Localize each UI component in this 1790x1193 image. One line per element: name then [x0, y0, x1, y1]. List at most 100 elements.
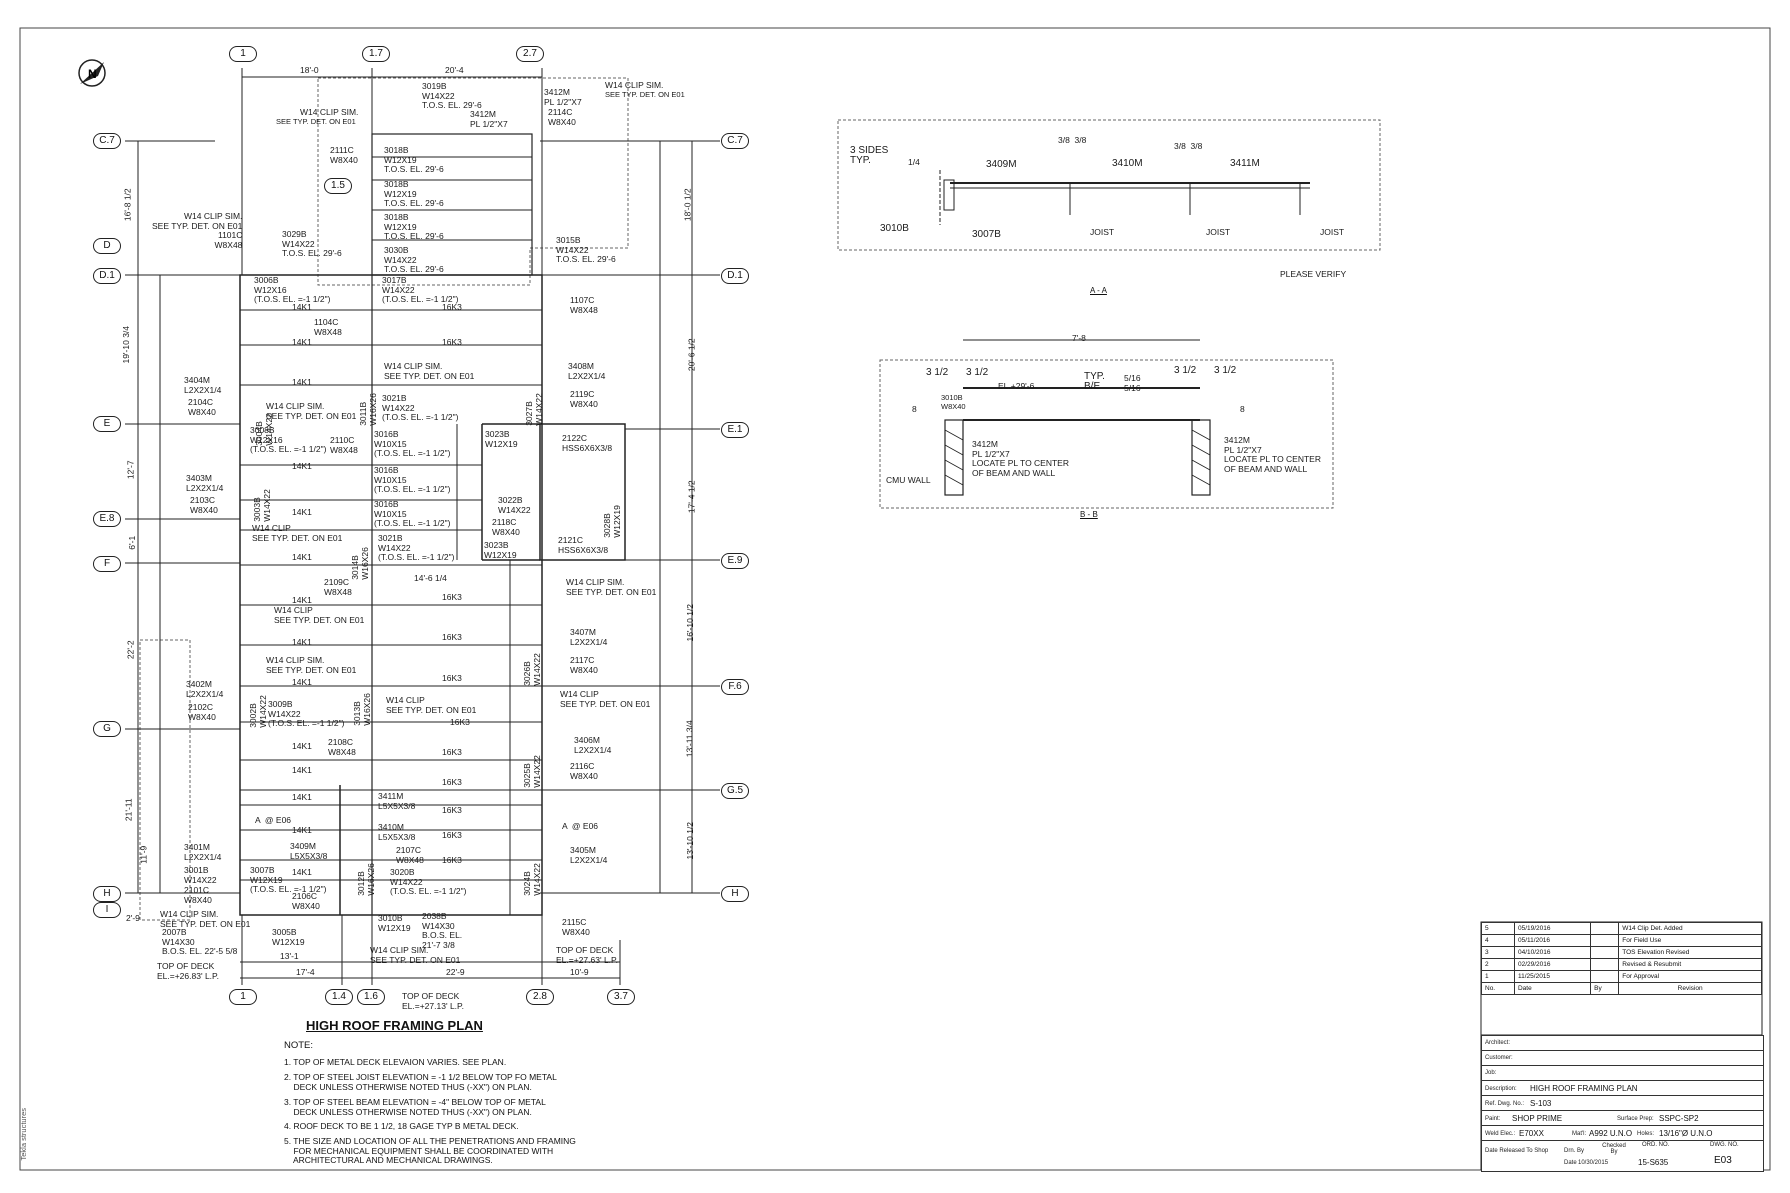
joist-14k1-f: 14K1 [292, 552, 312, 562]
dim-bottom-3: 22'-9 [446, 967, 465, 977]
clip-e01-e: W14 CLIP SEE TYP. DET. ON E01 [274, 605, 365, 625]
dim-top-1: 18'-0 [300, 65, 319, 75]
dim-bottom-2: 17'-4 [296, 967, 315, 977]
joist-16k3-b: 16K3 [442, 337, 462, 347]
ord-caption: ORD. NO. [1642, 1142, 1670, 1148]
grid-bubble-1-5: 1.5 [324, 178, 352, 194]
grid-bubble-bottom-1-6: 1.6 [357, 989, 385, 1005]
column-2122c: 2122C HSS6X6X3/8 [562, 433, 613, 453]
note-4: 4. ROOF DECK TO BE 1 1/2, 18 GAGE TYP B … [284, 1121, 519, 1131]
angle-3411m: 3411M L5X5X3/8 [378, 791, 416, 811]
clip-e01-h: W14 CLIP SEE TYP. DET. ON E01 [560, 689, 651, 709]
north-arrow-icon: N [78, 59, 106, 87]
rev-desc: Revised & Resubmit [1618, 958, 1762, 971]
beam-3008b: 3008B W12X16 (T.O.S. EL. =-1 1/2") [250, 425, 327, 454]
clip-annotation-2-ref: SEE TYP. DET. ON E01 [605, 90, 685, 99]
framing-lines [125, 68, 720, 985]
rev-by [1590, 934, 1620, 947]
beam-3011b: 3011B W16X26 [357, 393, 378, 426]
clip-e01-a: W14 CLIP SIM. SEE TYP. DET. ON E01 [384, 361, 475, 381]
rev-no: 4 [1481, 934, 1515, 947]
grid-bubble-right-c7: C.7 [721, 133, 749, 149]
rev-date: 11/25/2015 [1513, 970, 1592, 983]
grid-bubble-left-h: H [93, 886, 121, 902]
note-5: 5. THE SIZE AND LOCATION OF ALL THE PENE… [284, 1136, 576, 1165]
surface-value: SSPC-SP2 [1659, 1114, 1699, 1123]
bb-3-5-d: 3 1/2 [1214, 365, 1237, 376]
grid-bubble-right-d1: D.1 [721, 268, 749, 284]
rev-header-date: Date [1513, 982, 1592, 995]
aa-joist-3: JOIST [1320, 227, 1345, 237]
grid-bubble-left-d1: D.1 [93, 268, 121, 284]
weld-caption: Weld Elec.: [1485, 1131, 1516, 1137]
bb-3010b: 3010B W8X40 [941, 393, 966, 411]
aa-please-verify: PLEASE VERIFY [1280, 269, 1347, 279]
grid-bubble-top-1-7: 1.7 [362, 46, 390, 62]
grid-bubble-left-g: G [93, 721, 121, 737]
revision-clouds [139, 77, 1381, 921]
aa-3411m: 3411M [1230, 158, 1260, 169]
column-2114c: 2114C W8X40 [548, 107, 576, 127]
aa-weld-top-2: 3/8 3/8 [1174, 141, 1203, 151]
joist-16k3-k: 16K3 [442, 855, 462, 865]
dim-right-4: 16'-10 1/2 [685, 603, 696, 642]
grid-bubble-left-e8: E.8 [93, 511, 121, 527]
angle-3410m: 3410M L5X5X3/8 [378, 822, 416, 842]
column-1107c: 1107C W8X48 [570, 295, 598, 315]
drawn-by-caption: Drn. By [1564, 1148, 1585, 1154]
beam-3018b-c: 3018B W12X19 T.O.S. EL. 29'-6 [384, 212, 444, 241]
tb-row-description [1482, 1080, 1763, 1096]
dim-left-1: 16'-8 1/2 [122, 188, 133, 222]
beam-3013b: 3013B W16X26 [351, 693, 372, 726]
checked-by-caption: Checked By [1602, 1143, 1626, 1155]
column-2102c: 2102C W8X40 [188, 702, 216, 722]
holes-caption: Holes: [1637, 1131, 1655, 1137]
plan-title: HIGH ROOF FRAMING PLAN [306, 1018, 483, 1033]
beam-3012b: 3012B W16X26 [355, 863, 376, 896]
angle-3409m: 3409M L5X5X3/8 [290, 841, 328, 861]
beam-3023b-b: 3023B W12X19 [484, 540, 517, 560]
description-value: HIGH ROOF FRAMING PLAN [1530, 1084, 1638, 1093]
note-3: 3. TOP OF STEEL BEAM ELEVATION = -4" BEL… [284, 1097, 546, 1117]
aa-joist-2: JOIST [1206, 227, 1231, 237]
rev-by [1590, 958, 1620, 971]
note-2: 2. TOP OF STEEL JOIST ELEVATION = -1 1/2… [284, 1072, 557, 1092]
joist-16k3-h: 16K3 [442, 777, 462, 787]
tb-row-customer [1482, 1050, 1763, 1066]
ref-caption: Ref. Dwg. No.: [1485, 1101, 1525, 1107]
ord-value: 15-S635 [1638, 1158, 1669, 1167]
beam-3019b: 3019B W14X22 T.O.S. EL. 29'-6 [422, 81, 482, 110]
released-caption: Date Released To Shop [1485, 1148, 1549, 1154]
architect-caption: Architect: [1485, 1040, 1511, 1046]
beam-2007b: 2007B W14X30 B.O.S. EL. 22'-5 5/8 [162, 927, 238, 956]
beam-3021b-a: 3021B W14X22 (T.O.S. EL. =-1 1/2") [382, 393, 459, 422]
bb-dim-top: 7'-8 [1072, 333, 1086, 343]
rev-no: 1 [1481, 970, 1515, 983]
beam-3018b-b: 3018B W12X19 T.O.S. EL. 29'-6 [384, 179, 444, 208]
joist-16k3-g: 16K3 [442, 747, 462, 757]
beam-3024b: 3024B W14X22 [521, 863, 542, 896]
joist-14k1-e: 14K1 [292, 507, 312, 517]
bb-3-5-b: 3 1/2 [966, 367, 989, 378]
dwg-caption: DWG. NO. [1710, 1142, 1739, 1148]
clip-annotation-2: W14 CLIP SIM. [605, 80, 664, 90]
matl-value: A992 U.N.O [1589, 1129, 1633, 1138]
dim-right-6: 13'-10 1/2 [685, 821, 696, 860]
beam-3017b: 3017B W14X22 (T.O.S. EL. =-1 1/2") [382, 275, 459, 304]
joist-14k1-b: 14K1 [292, 337, 312, 347]
grid-bubble-bottom-1-4: 1.4 [325, 989, 353, 1005]
beam-2038b: 2038B W14X30 B.O.S. EL. 21'-7 3/8 [422, 911, 463, 950]
beam-3016b-a: 3016B W10X15 (T.O.S. EL. =-1 1/2") [374, 429, 451, 458]
aa-weld-top-1: 3/8 3/8 [1058, 135, 1087, 145]
joist-16k3-i: 16K3 [442, 805, 462, 815]
column-2109c: 2109C W8X48 [324, 577, 352, 597]
beam-3023b-a: 3023B W12X19 [485, 429, 518, 449]
beam-3014b: 3014B W16X26 [349, 547, 370, 580]
column-2115c: 2115C W8X40 [562, 917, 590, 937]
plate-3412m-a: 3412M PL 1/2"X7 [544, 87, 582, 107]
weld-value: E70XX [1519, 1129, 1544, 1138]
